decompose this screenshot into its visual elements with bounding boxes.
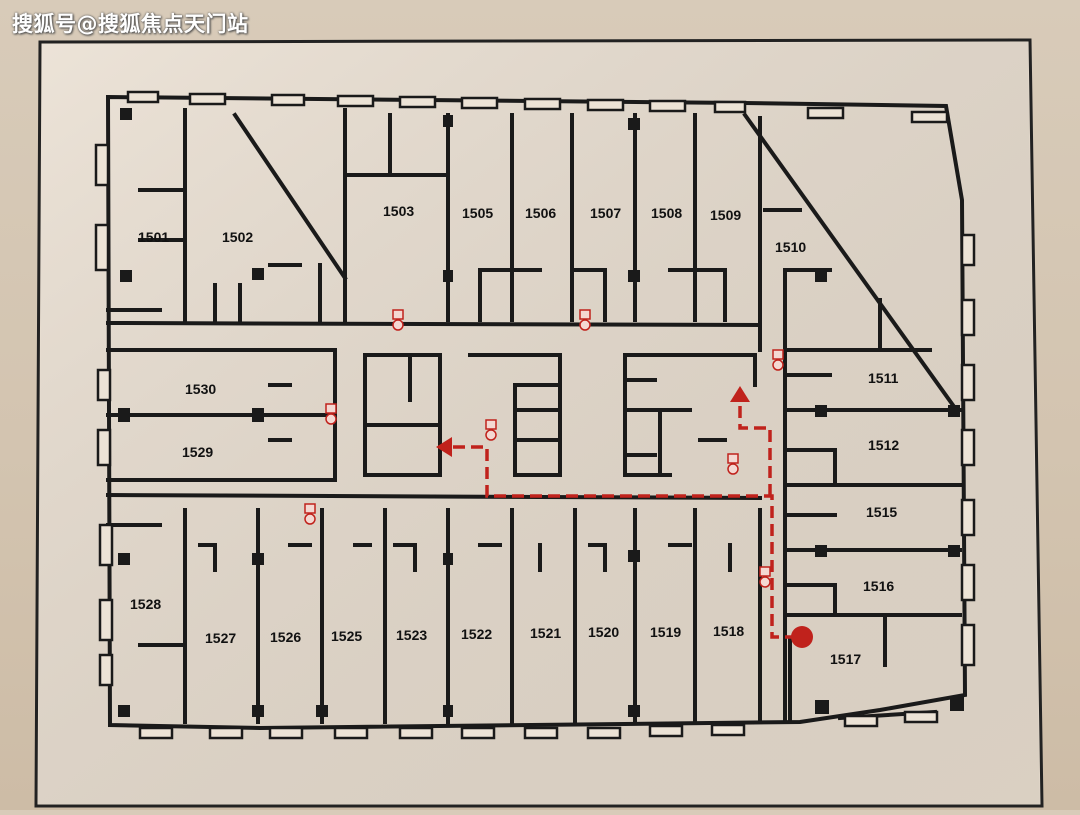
room-label-1528: 1528 — [130, 596, 161, 612]
room-label-1525: 1525 — [331, 628, 362, 644]
room-label-1510: 1510 — [775, 239, 806, 255]
room-label-1503: 1503 — [383, 203, 414, 219]
fire-extinguisher-icon — [727, 453, 739, 475]
fire-extinguisher-icon — [759, 566, 771, 588]
room-label-1511: 1511 — [868, 370, 899, 386]
room-label-1519: 1519 — [650, 624, 681, 640]
columns — [118, 108, 964, 717]
room-label-1505: 1505 — [462, 205, 493, 221]
walls — [105, 94, 968, 731]
room-label-1506: 1506 — [525, 205, 556, 221]
room-label-1508: 1508 — [651, 205, 682, 221]
room-label-1516: 1516 — [863, 578, 894, 594]
location-dot-icon — [791, 626, 813, 648]
room-label-1502: 1502 — [222, 229, 253, 245]
arrow-icon — [436, 437, 452, 457]
board-inner-shade — [38, 42, 1040, 804]
fire-extinguisher-icon — [304, 503, 316, 525]
room-label-1523: 1523 — [396, 627, 427, 643]
room-label-1501: 1501 — [138, 229, 169, 245]
room-labels: 1501 1502 1503 1505 1506 1507 1508 1509 … — [130, 203, 899, 667]
room-label-1509: 1509 — [710, 207, 741, 223]
window-bays — [94, 90, 976, 740]
fire-extinguisher-icon — [772, 349, 784, 371]
room-label-1527: 1527 — [205, 630, 236, 646]
room-label-1518: 1518 — [713, 623, 744, 639]
room-label-1529: 1529 — [182, 444, 213, 460]
room-label-1520: 1520 — [588, 624, 619, 640]
fire-extinguisher-icon — [579, 309, 591, 331]
evacuation-route — [450, 400, 797, 639]
room-label-1515: 1515 — [866, 504, 897, 520]
room-label-1512: 1512 — [868, 437, 899, 453]
arrow-icon — [730, 386, 750, 402]
room-label-1521: 1521 — [530, 625, 561, 641]
fire-extinguisher-icon — [325, 403, 337, 425]
watermark-text: 搜狐号@搜狐焦点天门站 — [12, 12, 249, 36]
room-label-1517: 1517 — [830, 651, 861, 667]
fire-extinguisher-icon — [485, 419, 497, 441]
room-label-1507: 1507 — [590, 205, 621, 221]
room-label-1530: 1530 — [185, 381, 216, 397]
room-label-1522: 1522 — [461, 626, 492, 642]
fire-extinguisher-icon — [392, 309, 404, 331]
fire-extinguisher-markers — [304, 309, 784, 588]
room-label-1526: 1526 — [270, 629, 301, 645]
